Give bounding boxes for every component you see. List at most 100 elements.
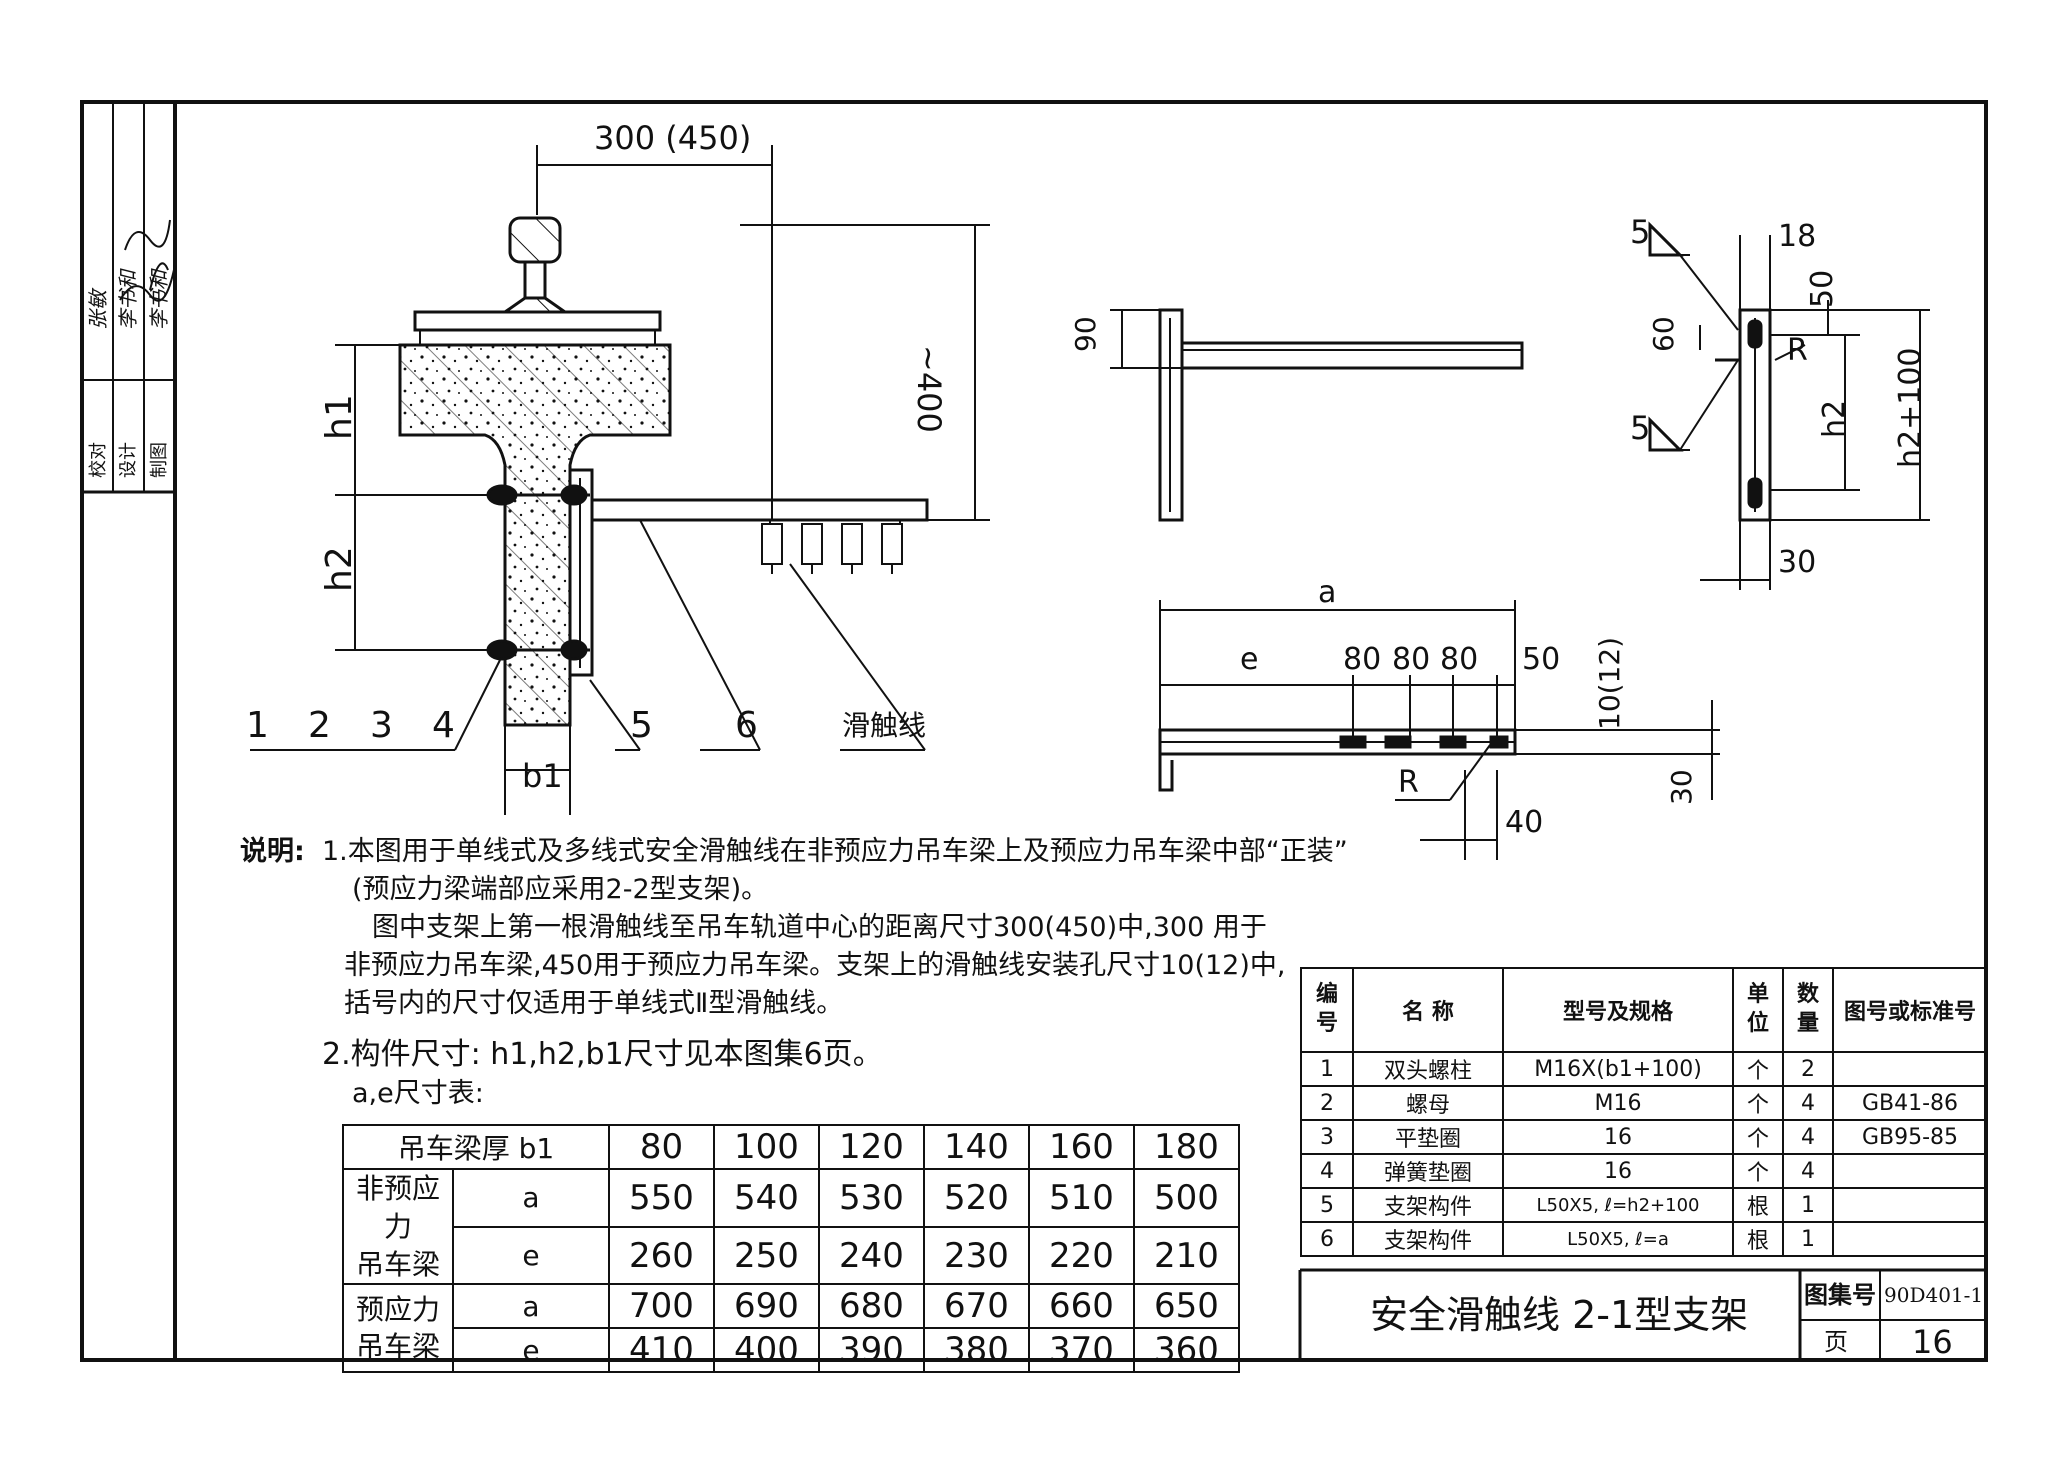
ae-cell: 220	[1028, 1225, 1135, 1286]
parts-unit: 个	[1732, 1085, 1784, 1121]
page-label: 页	[1824, 1328, 1848, 1356]
dim-30-plan: 30	[1665, 769, 1698, 805]
dim-50-plan: 50	[1522, 642, 1561, 677]
parts-header-no: 编 号	[1300, 967, 1354, 1053]
parts-standard: GB95-85	[1832, 1119, 1988, 1155]
ae-row: 预应力 吊车梁 a 700 690 680 670 660 650	[342, 1283, 1240, 1374]
stamp-signature-3: 李书和	[147, 270, 171, 330]
parts-header-qty-2: 量	[1796, 1011, 1819, 1036]
parts-unit: 根	[1732, 1221, 1784, 1257]
label-r-side: R	[1787, 333, 1808, 368]
parts-header-unit-1: 单	[1746, 982, 1769, 1008]
ae-cell: 660	[1028, 1283, 1135, 1330]
part-number-5: 5	[630, 705, 653, 746]
parts-qty: 1	[1782, 1221, 1834, 1257]
ae-group-prestressed: 预应力 吊车梁	[342, 1283, 454, 1374]
ae-header-row: 吊车梁厚 b1 80 100 120 140 160 180	[342, 1124, 1240, 1170]
parts-row: 3 平垫圈 16 个 4 GB95-85	[1300, 1119, 1988, 1155]
dim-30-side: 30	[1778, 545, 1817, 580]
parts-no: 4	[1300, 1153, 1354, 1189]
parts-header-unit-2: 位	[1746, 1011, 1769, 1036]
ae-b1-value: 140	[923, 1124, 1030, 1170]
parts-qty: 2	[1782, 1051, 1834, 1087]
ae-cell: 400	[713, 1327, 820, 1374]
trolley-line-holders	[761, 520, 903, 574]
notes-line-6: 2.构件尺寸: h1,h2,b1尺寸见本图集6页。	[322, 1037, 883, 1072]
parts-name: 平垫圈	[1352, 1119, 1504, 1155]
ae-cell: 670	[923, 1283, 1030, 1330]
parts-name: 弹簧垫圈	[1352, 1153, 1504, 1189]
ae-row: e 260 250 240 230 220 210	[343, 1225, 1240, 1286]
parts-spec: 16	[1502, 1153, 1734, 1189]
parts-header-qty-1: 数	[1796, 982, 1819, 1008]
dim-18: 18	[1778, 219, 1817, 254]
ae-b1-value: 100	[713, 1124, 820, 1170]
dim-80-1: 80	[1343, 642, 1382, 677]
parts-no: 5	[1300, 1187, 1354, 1223]
parts-qty: 4	[1782, 1119, 1834, 1155]
part-number-6: 6	[735, 705, 758, 746]
parts-qty: 4	[1782, 1153, 1834, 1189]
ae-cell: 540	[713, 1168, 820, 1228]
ae-cell: 230	[923, 1225, 1030, 1286]
parts-row: 5 支架构件 L50X5, ℓ=h2+100 根 1	[1300, 1187, 1988, 1223]
part-number-4: 4	[432, 705, 455, 746]
parts-no: 1	[1300, 1051, 1354, 1087]
parts-spec: M16	[1502, 1085, 1734, 1121]
bracket-plan-view	[1158, 600, 1720, 860]
stamp-role-draw: 制图	[149, 442, 170, 478]
dim-60: 60	[1647, 316, 1680, 352]
parts-qty: 4	[1782, 1085, 1834, 1121]
rail-base-plate	[413, 310, 662, 332]
ae-cell: 520	[923, 1168, 1030, 1228]
parts-unit: 个	[1732, 1153, 1784, 1189]
ae-cell: 380	[923, 1327, 1030, 1374]
ae-cell: 530	[818, 1168, 925, 1228]
ae-b1-value: 80	[608, 1124, 715, 1170]
parts-name: 螺母	[1352, 1085, 1504, 1121]
weld-size-bottom: 5	[1630, 409, 1651, 447]
ae-cell: 240	[818, 1225, 925, 1286]
parts-row: 2 螺母 M16 个 4 GB41-86	[1300, 1085, 1988, 1121]
ae-row: 非预应力 吊车梁 a 550 540 530 520 510 500	[342, 1167, 1240, 1286]
ae-cell: 250	[713, 1225, 820, 1286]
parts-standard: GB41-86	[1832, 1085, 1988, 1121]
parts-qty: 1	[1782, 1187, 1834, 1223]
dim-a: a	[1318, 575, 1337, 610]
parts-unit: 个	[1732, 1119, 1784, 1155]
ae-cell: 390	[818, 1327, 925, 1374]
parts-header-row: 编 号 名 称 型号及规格 单 位 数 量 图号或标准号	[1300, 967, 1988, 1053]
parts-standard	[1832, 1051, 1988, 1087]
atlas-number-label: 图集号	[1804, 1281, 1876, 1309]
parts-row: 4 弹簧垫圈 16 个 4	[1300, 1153, 1988, 1189]
ae-group-nonprestressed: 非预应力 吊车梁	[342, 1167, 454, 1286]
ae-row-key: a	[452, 1283, 610, 1330]
ae-dimension-table: 吊车梁厚 b1 80 100 120 140 160 180 非预应力 吊车梁 …	[342, 1124, 1240, 1374]
parts-no: 3	[1300, 1119, 1354, 1155]
dim-400: ~400	[910, 345, 948, 433]
parts-name: 双头螺柱	[1352, 1051, 1504, 1087]
parts-spec: M16X(b1+100)	[1502, 1051, 1734, 1087]
bracket-front-view	[1110, 308, 1524, 522]
notes-label: 说明:	[240, 836, 305, 867]
ae-cell: 650	[1133, 1283, 1240, 1330]
stamp-signature-2: 李书和	[116, 270, 140, 330]
ae-header-b1: 吊车梁厚 b1	[342, 1124, 610, 1170]
bracket-side-view	[1648, 221, 1930, 590]
notes-line-3: 图中支架上第一根滑触线至吊车轨道中心的距离尺寸300(450)中,300 用于	[372, 912, 1267, 943]
ae-row-key: e	[452, 1327, 610, 1374]
notes-line-4: 非预应力吊车梁,450用于预应力吊车梁。支架上的滑触线安装孔尺寸10(12)中,	[344, 950, 1286, 981]
ae-cell: 500	[1133, 1168, 1240, 1228]
horizontal-arm	[590, 498, 929, 522]
dim-80-3: 80	[1440, 642, 1479, 677]
ae-group-name-line1: 预应力	[355, 1292, 440, 1326]
label-r-plan: R	[1398, 765, 1419, 800]
ae-b1-value: 180	[1133, 1124, 1240, 1170]
parts-spec: 16	[1502, 1119, 1734, 1155]
ae-cell: 370	[1028, 1327, 1135, 1374]
ae-group-name-line2: 吊车梁	[355, 1247, 440, 1281]
ae-cell: 550	[608, 1168, 715, 1228]
dim-300-450: 300 (450)	[594, 119, 752, 157]
label-trolley-line: 滑触线	[842, 709, 927, 742]
